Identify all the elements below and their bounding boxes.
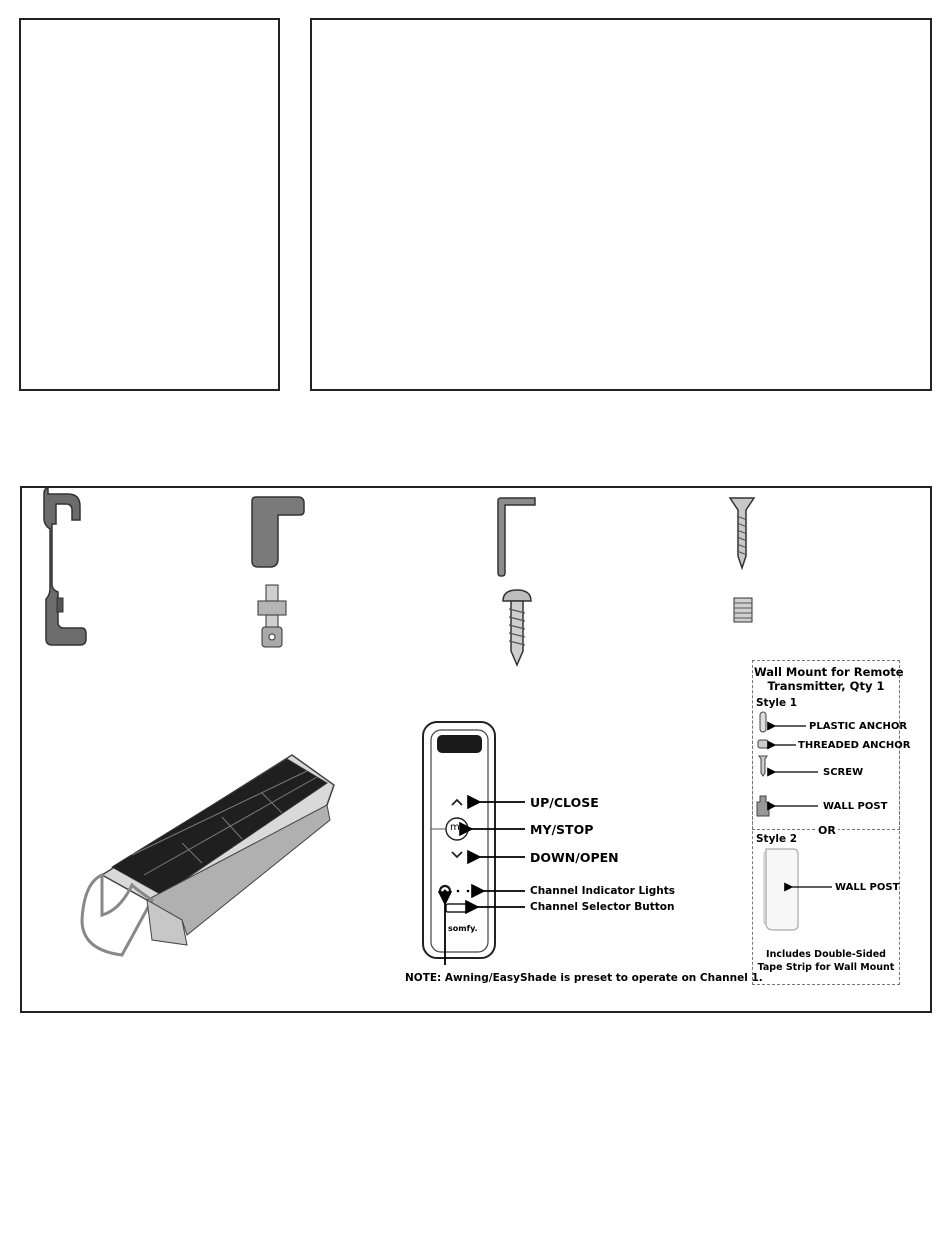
tape-note-line2: Tape Strip for Wall Mount <box>757 962 895 973</box>
tape-note-line1: Includes Double-Sided <box>766 949 886 960</box>
style2-heading: Style 2 <box>756 833 798 845</box>
my-stop-label: MY/STOP <box>530 822 594 837</box>
wall-post-label-style1: WALL POST <box>823 801 888 812</box>
style1-heading: Style 1 <box>756 697 798 709</box>
top-right-blank-panel <box>310 18 932 391</box>
awning-bracket-icon <box>43 487 87 646</box>
plastic-anchor-label: PLASTIC ANCHOR <box>809 721 908 732</box>
wall-mount-style1-parts <box>756 711 818 817</box>
mounting-bracket-icon <box>251 496 305 568</box>
threaded-insert-icon <box>733 597 753 623</box>
round-head-screw-icon <box>502 589 532 667</box>
my-button-text: my <box>450 822 466 833</box>
top-left-blank-panel <box>19 18 280 391</box>
wall-mount-title-line2: Transmitter, Qty 1 <box>767 679 885 693</box>
hex-key-icon <box>497 497 536 577</box>
wall-post-style2-icon <box>763 848 832 931</box>
threaded-anchor-label: THREADED ANCHOR <box>798 740 911 751</box>
threaded-stud-icon <box>257 584 287 648</box>
channel-indicator-lights-label: Channel Indicator Lights <box>530 885 676 897</box>
wall-mount-title-line1: Wall Mount for Remote <box>754 665 904 679</box>
up-close-label: UP/CLOSE <box>530 795 599 810</box>
somfy-logo: somfy. <box>448 924 478 933</box>
or-divider-text: OR <box>816 824 838 837</box>
down-open-label: DOWN/OPEN <box>530 850 619 865</box>
channel-selector-button-label: Channel Selector Button <box>530 901 675 913</box>
wall-mount-title: Wall Mount for Remote Transmitter, Qty 1 <box>754 665 904 693</box>
flat-head-screw-icon <box>728 497 756 571</box>
solar-sensor-illustration <box>80 754 335 957</box>
double-sided-tape-note: Includes Double-Sided Tape Strip for Wal… <box>754 948 898 974</box>
channel-preset-note: NOTE: Awning/EasyShade is preset to oper… <box>405 972 763 984</box>
screw-label: SCREW <box>823 767 864 778</box>
wall-post-label-style2: WALL POST <box>835 882 900 893</box>
